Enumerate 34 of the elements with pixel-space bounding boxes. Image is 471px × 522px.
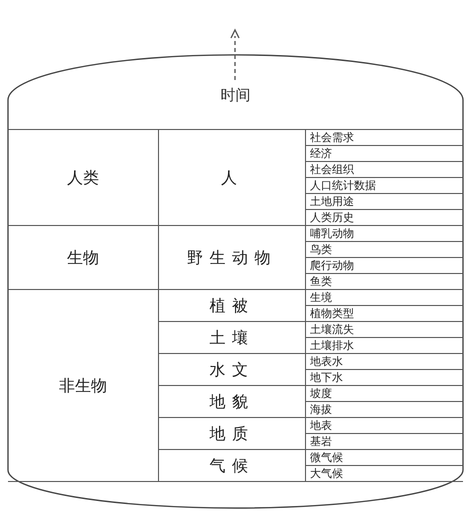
item-cell: 爬行动物 — [305, 258, 463, 274]
item-cell: 社会需求 — [305, 130, 463, 146]
item-cell: 地表水 — [305, 354, 463, 370]
item-cell: 植物类型 — [305, 306, 463, 322]
item-cell: 土地用途 — [305, 194, 463, 210]
subcategory-cell: 气候 — [158, 450, 305, 482]
item-cell: 地表 — [305, 418, 463, 434]
item-cell: 社会组织 — [305, 162, 463, 178]
item-cell: 经济 — [305, 146, 463, 162]
category-cell: 非生物 — [8, 290, 158, 482]
axis-label: 时间 — [220, 85, 250, 106]
item-cell: 坡度 — [305, 386, 463, 402]
subcategory-cell: 野生动物 — [158, 226, 305, 290]
item-cell: 海拔 — [305, 402, 463, 418]
item-cell: 哺乳动物 — [305, 226, 463, 242]
subcategory-cell: 植被 — [158, 290, 305, 322]
subcategory-cell: 土壤 — [158, 322, 305, 354]
item-cell: 鸟类 — [305, 242, 463, 258]
subcategory-cell: 水文 — [158, 354, 305, 386]
category-cell: 人类 — [8, 130, 158, 226]
item-cell: 人口统计数据 — [305, 178, 463, 194]
item-cell: 土壤排水 — [305, 338, 463, 354]
subcategory-cell: 地貌 — [158, 386, 305, 418]
item-cell: 微气候 — [305, 450, 463, 466]
item-cell: 鱼类 — [305, 274, 463, 290]
subcategory-cell: 人 — [158, 130, 305, 226]
item-cell: 大气候 — [305, 466, 463, 482]
item-cell: 人类历史 — [305, 210, 463, 226]
item-cell: 生境 — [305, 290, 463, 306]
item-cell: 基岩 — [305, 434, 463, 450]
subcategory-cell: 地质 — [158, 418, 305, 450]
item-cell: 地下水 — [305, 370, 463, 386]
item-cell: 土壤流失 — [305, 322, 463, 338]
category-cell: 生物 — [8, 226, 158, 290]
